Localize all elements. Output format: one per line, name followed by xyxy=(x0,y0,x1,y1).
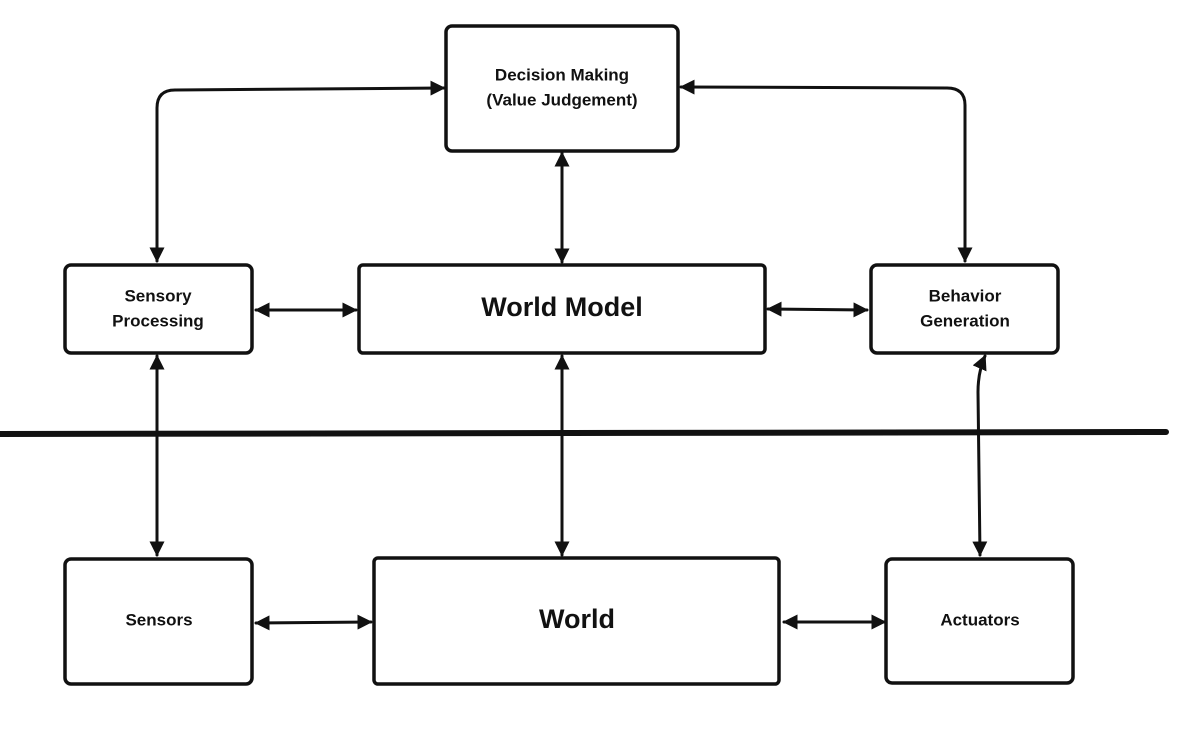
actuators-box xyxy=(884,557,1075,685)
sensory-processing-box xyxy=(63,263,254,355)
node-world-model: World Model xyxy=(357,263,767,355)
node-world: World xyxy=(372,556,781,686)
sensors-box xyxy=(63,557,254,686)
actuators-label: Actuators xyxy=(940,610,1019,629)
node-behavior-generation: Behavior Generation xyxy=(869,263,1060,355)
edge-sensory-processing-decision-making xyxy=(149,80,446,263)
node-sensors: Sensors xyxy=(63,557,254,686)
decision-making-box xyxy=(444,24,680,153)
node-sensory-processing: Sensory Processing xyxy=(63,263,254,355)
world-model-box xyxy=(357,263,767,355)
sensors-label: Sensors xyxy=(125,610,192,629)
world-model-label: World Model xyxy=(481,292,643,322)
behavior-generation-label-line-2: Generation xyxy=(920,311,1010,330)
edge-world-model-behavior-generation xyxy=(766,301,869,318)
decision-making-label-line-1: Decision Making xyxy=(495,65,629,84)
node-actuators: Actuators xyxy=(884,557,1075,685)
sensory-processing-label-line-2: Processing xyxy=(112,311,204,330)
edge-sensors-world xyxy=(254,614,373,631)
edge-behavior-generation-actuators xyxy=(972,354,988,557)
edge-behavior-generation-decision-making xyxy=(679,79,973,263)
divider-line xyxy=(0,429,1169,437)
connectors xyxy=(149,79,988,631)
behavior-generation-box xyxy=(869,263,1060,355)
decision-making-label-line-2: (Value Judgement) xyxy=(486,90,637,109)
behavior-generation-label-line-1: Behavior xyxy=(929,286,1002,305)
node-decision-making: Decision Making (Value Judgement) xyxy=(444,24,680,153)
world-box xyxy=(372,556,781,686)
sensory-processing-label-line-1: Sensory xyxy=(124,286,192,305)
world-label: World xyxy=(539,604,615,634)
